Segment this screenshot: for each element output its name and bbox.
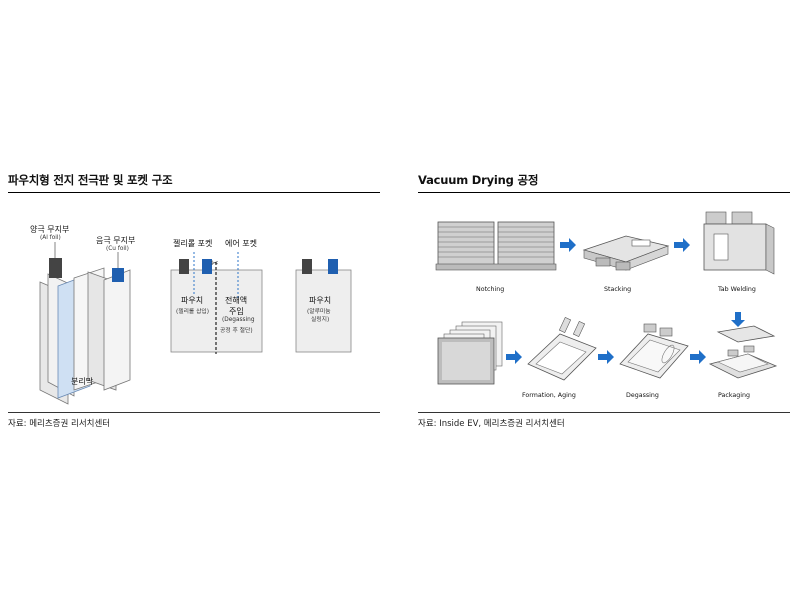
anode-tab-sub-label: (Al foil) xyxy=(40,235,61,241)
injection-label: 주입 xyxy=(229,307,244,316)
title-divider xyxy=(8,192,380,193)
cathode-tab-label: 음극 무지부 xyxy=(96,236,136,245)
step-label-tab-welding: Tab Welding xyxy=(718,286,756,293)
degassing-sub-label: 공정 후 절단) xyxy=(220,328,253,334)
left-source-note: 자료: 메리츠증권 리서치센터 xyxy=(8,419,111,429)
pouch-diagram-svg: ✂ xyxy=(39,242,352,405)
pouch-with-pockets: ✂ xyxy=(170,252,263,354)
anode-tab-label: 양극 무지부 xyxy=(30,225,70,234)
notching-illustration xyxy=(435,221,557,271)
flow-arrow-5 xyxy=(690,350,706,364)
cathode-tab xyxy=(112,268,124,282)
flow-arrow-3 xyxy=(506,350,522,364)
vacuum-drying-title: Vacuum Drying 공정 xyxy=(418,173,539,187)
step-label-packaging: Packaging xyxy=(718,392,750,399)
formation-aging-illustration xyxy=(437,321,503,385)
step-label-formation-aging: Formation, Aging xyxy=(522,392,576,399)
sealed-pouch-sub-label-1: (알루미늄 xyxy=(307,309,331,315)
step-label-notching: Notching xyxy=(476,286,505,293)
separator-label: 분리막 xyxy=(71,377,94,386)
right-source-note: 자료: Inside EV, 메리츠증권 리서치센터 xyxy=(418,419,565,429)
flow-arrow-down xyxy=(731,312,745,327)
electrode-structure-title: 파우치형 전지 전극판 및 포켓 구조 xyxy=(8,173,173,187)
vacuum-drying-panel: Vacuum Drying 공정 xyxy=(418,172,790,434)
formation-pouch-illustration xyxy=(527,316,597,381)
flow-arrow-1 xyxy=(560,238,576,252)
air-pocket-label: 에어 포켓 xyxy=(225,239,257,248)
process-flow-svg xyxy=(435,211,778,385)
flow-arrow-2 xyxy=(674,238,690,252)
tab-welding-illustration xyxy=(703,211,775,275)
jellyroll-stack xyxy=(39,242,131,405)
title-divider-right xyxy=(418,192,790,193)
degassing-illustration xyxy=(619,323,689,379)
step-label-stacking: Stacking xyxy=(604,286,632,293)
cathode-tab-sub-label: (Cu foil) xyxy=(106,246,129,252)
svg-text:✂: ✂ xyxy=(211,259,219,269)
flow-arrow-4 xyxy=(598,350,614,364)
sealed-pouch-sub-label-2: 실링지) xyxy=(311,317,330,323)
electrolyte-label: 전해액 xyxy=(225,296,248,305)
stacking-illustration xyxy=(582,235,670,271)
step-label-degassing: Degassing xyxy=(626,392,659,399)
pouch-sub-label: (젤리롤 삽입) xyxy=(176,309,210,315)
pouch-label: 파우치 xyxy=(181,296,204,305)
source-divider-right xyxy=(418,412,790,413)
pouch-electrode-diagram: ✂ 양극 무지부 (Al foil) 음극 무지부 (Cu foil) 분리막 … xyxy=(8,194,380,410)
packaging-illustration xyxy=(708,325,778,379)
sealed-pouch xyxy=(295,259,352,353)
jellyroll-pocket-label: 젤리롤 포켓 xyxy=(173,239,213,248)
degassing-label: (Degassing xyxy=(222,317,255,323)
source-divider xyxy=(8,412,380,413)
sealed-pouch-label: 파우치 xyxy=(309,296,332,305)
electrode-structure-panel: 파우치형 전지 전극판 및 포켓 구조 xyxy=(8,172,380,434)
process-flow-diagram: Notching Stacking Tab Welding Formation,… xyxy=(418,194,790,410)
anode-tab xyxy=(49,258,62,278)
